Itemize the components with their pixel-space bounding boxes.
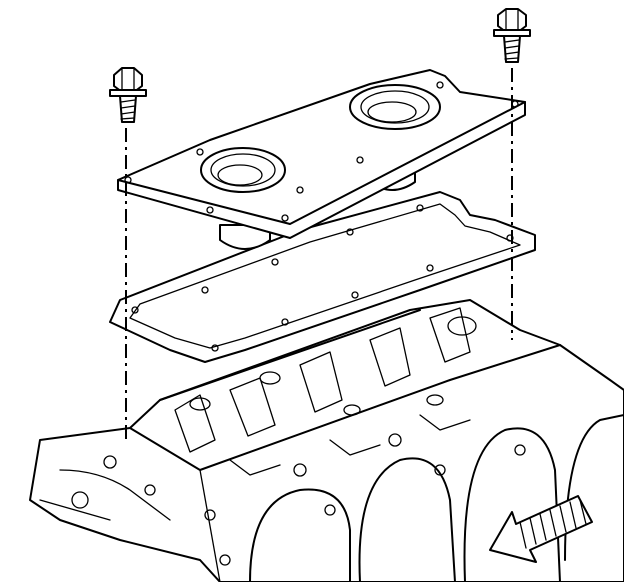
direction-arrow	[489, 495, 593, 563]
gasket	[109, 191, 536, 363]
bolt-right	[493, 8, 531, 63]
cover-plate	[117, 69, 526, 250]
engine-block	[29, 299, 624, 582]
bolt-left	[109, 67, 147, 123]
alignment-lines	[125, 68, 513, 440]
